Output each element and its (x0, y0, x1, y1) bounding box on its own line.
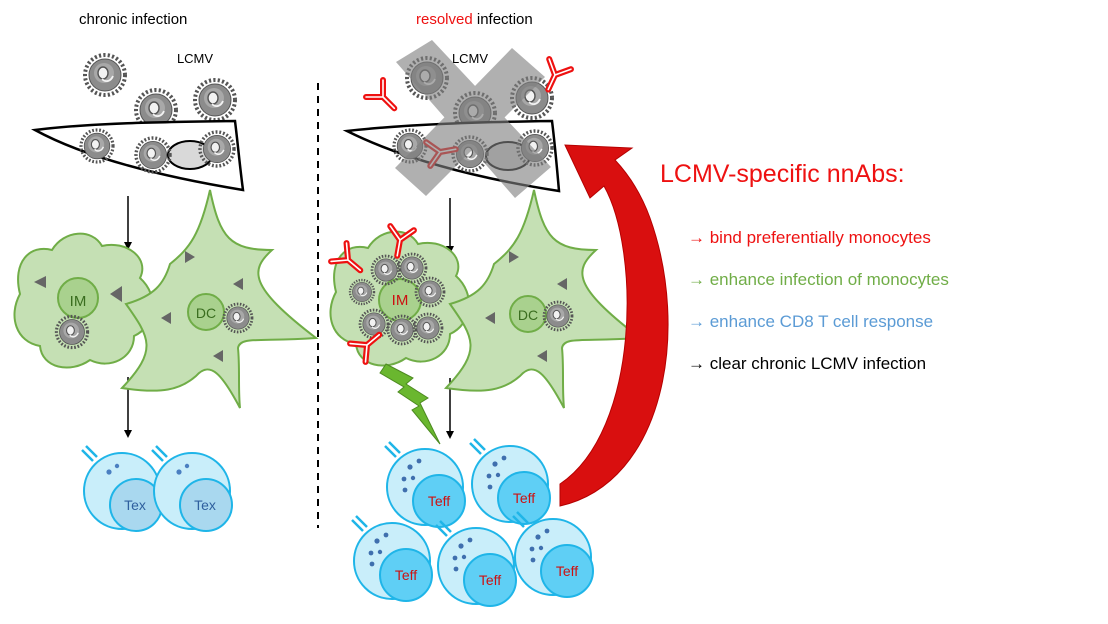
dendritic-cell (121, 189, 317, 409)
inflammatory-monocyte-cell (13, 232, 154, 369)
resolved-title-rest: infection (472, 11, 533, 28)
im-label: IM (70, 293, 87, 310)
dc-label: DC (518, 307, 538, 323)
legend-arrow-icon: → (688, 270, 705, 289)
effector-t-cell (468, 437, 552, 526)
legend-arrow-icon: → (688, 228, 705, 247)
inflammatory-monocyte-cell (329, 230, 470, 367)
legend-arrow-icon: → (688, 312, 705, 331)
blocked-cross (395, 40, 551, 198)
dc-label: DC (196, 305, 216, 321)
feedback-arrow (559, 144, 669, 507)
legend-text: enhance CD8 T cell response (705, 312, 934, 331)
chronic-panel: IM DC Tex Tex LCMV (13, 51, 317, 533)
exhausted-t-cell (80, 444, 164, 533)
chronic-title-text: chronic infection (79, 11, 188, 28)
chronic-panel-title: chronic infection (79, 11, 187, 28)
legend-item-cd8-response: → enhance CD8 T cell response (688, 312, 933, 332)
effector-t-cell (434, 519, 518, 608)
dendritic-cell (445, 189, 641, 409)
legend-item-enhance-infection: → enhance infection of monocytes (688, 270, 949, 290)
effector-t-cell (383, 440, 467, 529)
lcmv-label: LCMV (452, 51, 488, 66)
legend-arrow-icon: → (688, 354, 705, 373)
legend-text: clear chronic LCMV infection (705, 354, 927, 373)
resolved-title-highlight: resolved (416, 11, 473, 28)
resolved-panel: IM DC Teff Teff Teff Teff Te (329, 40, 641, 608)
exhausted-t-cell (150, 444, 234, 533)
legend-item-clear-infection: → clear chronic LCMV infection (688, 354, 926, 374)
legend: LCMV-specific nnAbs: → bind preferential… (660, 160, 949, 373)
tex-label: Tex (194, 497, 216, 513)
teff-label: Teff (556, 563, 578, 579)
resolved-panel-title: resolved infection (416, 11, 533, 28)
legend-title: LCMV-specific nnAbs: (660, 160, 905, 188)
tex-label: Tex (124, 497, 146, 513)
virus-particle (83, 53, 127, 97)
legend-item-bind: → bind preferentially monocytes (688, 228, 931, 248)
lcmv-label: LCMV (177, 51, 213, 66)
virus-particle (193, 78, 237, 122)
effector-t-cell (350, 514, 434, 603)
legend-text: bind preferentially monocytes (705, 228, 931, 247)
teff-label: Teff (395, 567, 417, 583)
teff-label: Teff (428, 493, 450, 509)
activation-lightning-icon (379, 363, 441, 445)
legend-text: enhance infection of monocytes (705, 270, 949, 289)
im-label: IM (392, 292, 409, 309)
antibody-icon (366, 80, 403, 117)
teff-label: Teff (479, 572, 501, 588)
teff-label: Teff (513, 490, 535, 506)
